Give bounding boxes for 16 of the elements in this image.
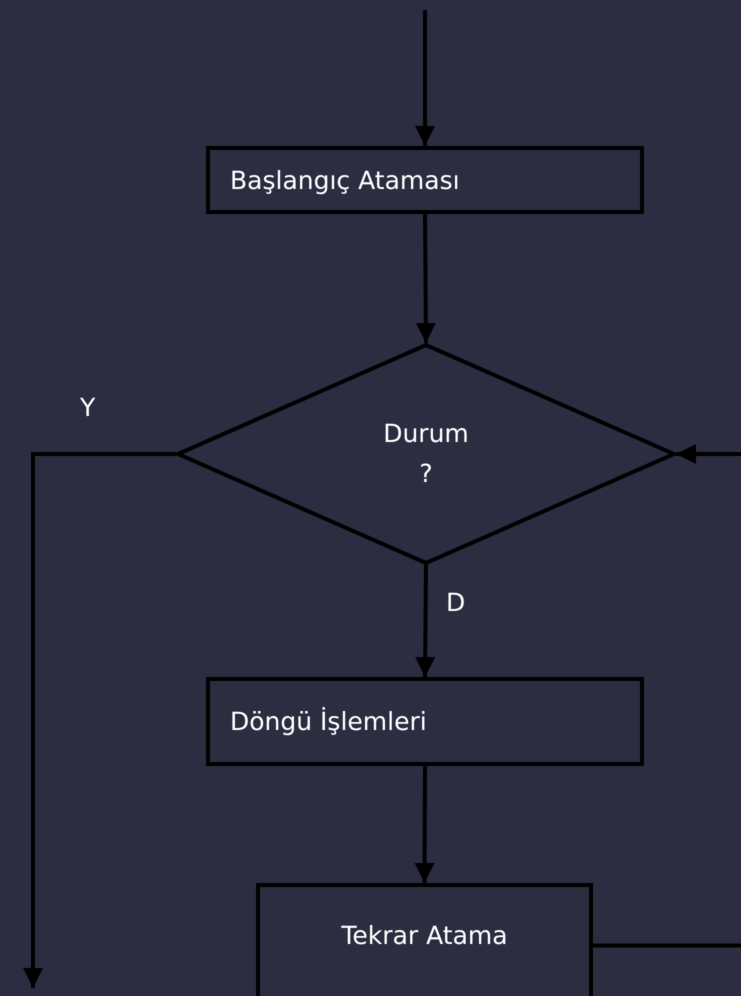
arrow [23, 452, 176, 988]
arrow [415, 564, 436, 678]
node-text: Başlangıç Ataması [230, 166, 460, 194]
edge-label: Y [80, 393, 96, 422]
node-text: Durum ? [382, 418, 470, 490]
arrow [416, 214, 436, 344]
process-box [256, 883, 593, 996]
arrow [593, 444, 741, 948]
process-box [206, 677, 644, 766]
process-box [206, 146, 644, 214]
arrow [415, 10, 435, 146]
node-text: Döngü İşlemleri [230, 707, 427, 736]
node-text: Tekrar Atama [341, 921, 508, 950]
arrow [414, 766, 435, 883]
edge-label: D [446, 588, 466, 617]
decision-diamond [176, 343, 676, 565]
